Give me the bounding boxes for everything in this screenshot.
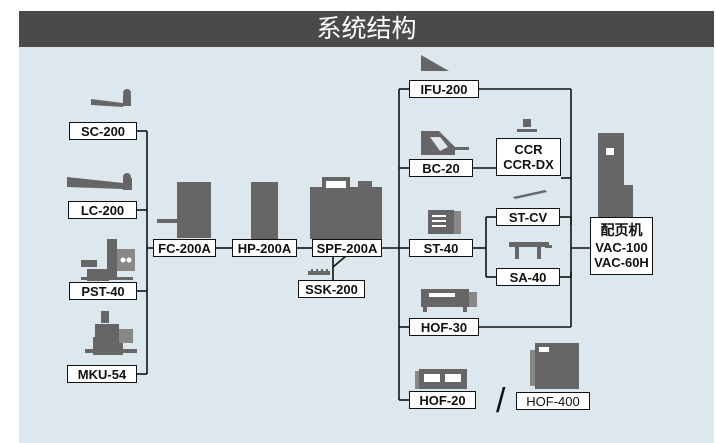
fc200a-device-icon (157, 182, 211, 238)
pst40-device-icon (81, 239, 135, 281)
vac-collator-label: 配页机 VAC-100 VAC-60H (590, 217, 653, 275)
pst40-label: PST-40 (69, 282, 137, 300)
sc200-device-icon (91, 89, 131, 107)
connector-lines (137, 88, 590, 401)
ccr-label-line1: CCR (514, 142, 543, 157)
sa40-device-icon (509, 242, 552, 259)
ssk200-label: SSK-200 (298, 280, 365, 298)
hof20-label: HOF-20 (409, 391, 476, 409)
stcv-device-icon (513, 190, 547, 199)
spf200a-label: SPF-200A (312, 239, 382, 257)
diagram-title: 系统结构 (19, 11, 714, 47)
collator-model-2: VAC-60H (594, 254, 649, 270)
st40-device-icon (428, 210, 461, 234)
ccr-device-icon (517, 119, 537, 132)
diagram-canvas: SC-200 LC-200 PST-40 MKU-54 FC-200A HP-2… (19, 47, 714, 443)
diagram-graphics (67, 55, 633, 401)
ifu200-device-icon (421, 55, 449, 71)
lc200-device-icon (67, 173, 132, 190)
ccr-label-line2: CCR-DX (503, 157, 554, 172)
bc20-device-icon (421, 131, 469, 155)
hof20-device-icon (415, 369, 467, 389)
device-pictograms (67, 55, 633, 389)
stcv-label: ST-CV (496, 208, 560, 226)
ifu200-label: IFU-200 (409, 80, 479, 98)
ccr-label: CCR CCR-DX (496, 138, 561, 176)
fc200a-label: FC-200A (153, 239, 216, 257)
hof30-label: HOF-30 (409, 318, 479, 336)
mku54-device-icon (85, 311, 137, 355)
collator-model-1: VAC-100 (595, 239, 648, 255)
sa40-label: SA-40 (496, 268, 560, 286)
vac-collator-device-icon (598, 133, 633, 219)
hof400-label: HOF-400 (516, 392, 590, 410)
hof-separator: / (496, 382, 506, 420)
ssk200-device-icon (308, 269, 330, 275)
hof400-device-icon (530, 343, 579, 389)
spf200a-device-icon (310, 177, 382, 239)
lc200-label: LC-200 (68, 201, 137, 219)
sc200-label: SC-200 (69, 122, 137, 140)
hp200a-label: HP-200A (232, 239, 297, 257)
collator-name: 配页机 (600, 222, 643, 239)
hof30-device-icon (421, 289, 477, 312)
hp200a-device-icon (251, 182, 278, 239)
st40-label: ST-40 (409, 239, 473, 257)
bc20-label: BC-20 (409, 159, 473, 177)
mku54-label: MKU-54 (67, 365, 137, 383)
